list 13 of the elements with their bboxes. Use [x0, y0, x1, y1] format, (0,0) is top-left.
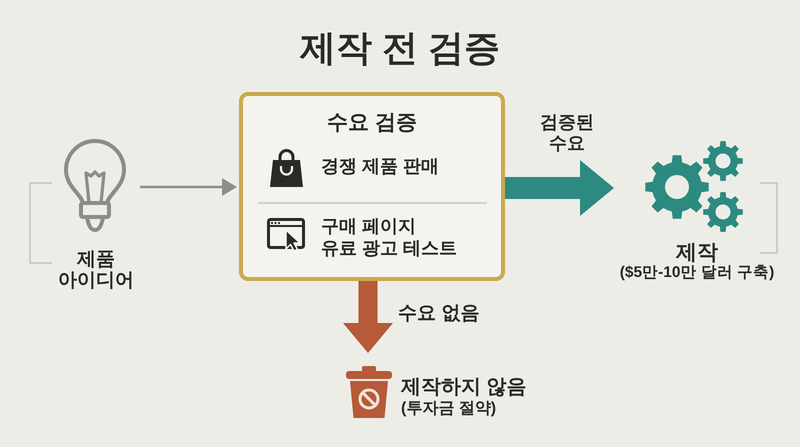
- arrow: [140, 178, 237, 196]
- node-sublabel: ($5만-10만 달러 구축): [618, 264, 776, 283]
- arrow: [343, 281, 393, 353]
- node-label: 제작하지 않음: [401, 375, 528, 399]
- list-item-text: 경쟁 제품 판매: [321, 156, 440, 178]
- list-item-text: 구매 페이지 유료 광고 테스트: [321, 216, 458, 260]
- node-label: 제작: [674, 240, 719, 265]
- diagram-title: 제작 전 검증: [298, 26, 501, 70]
- node-sublabel: (투자금 절약): [401, 399, 498, 418]
- arrow: [505, 160, 614, 216]
- box-title: 수요 검증: [326, 110, 418, 136]
- node-label: 제품 아이디어: [57, 250, 135, 292]
- process-box: [239, 92, 505, 281]
